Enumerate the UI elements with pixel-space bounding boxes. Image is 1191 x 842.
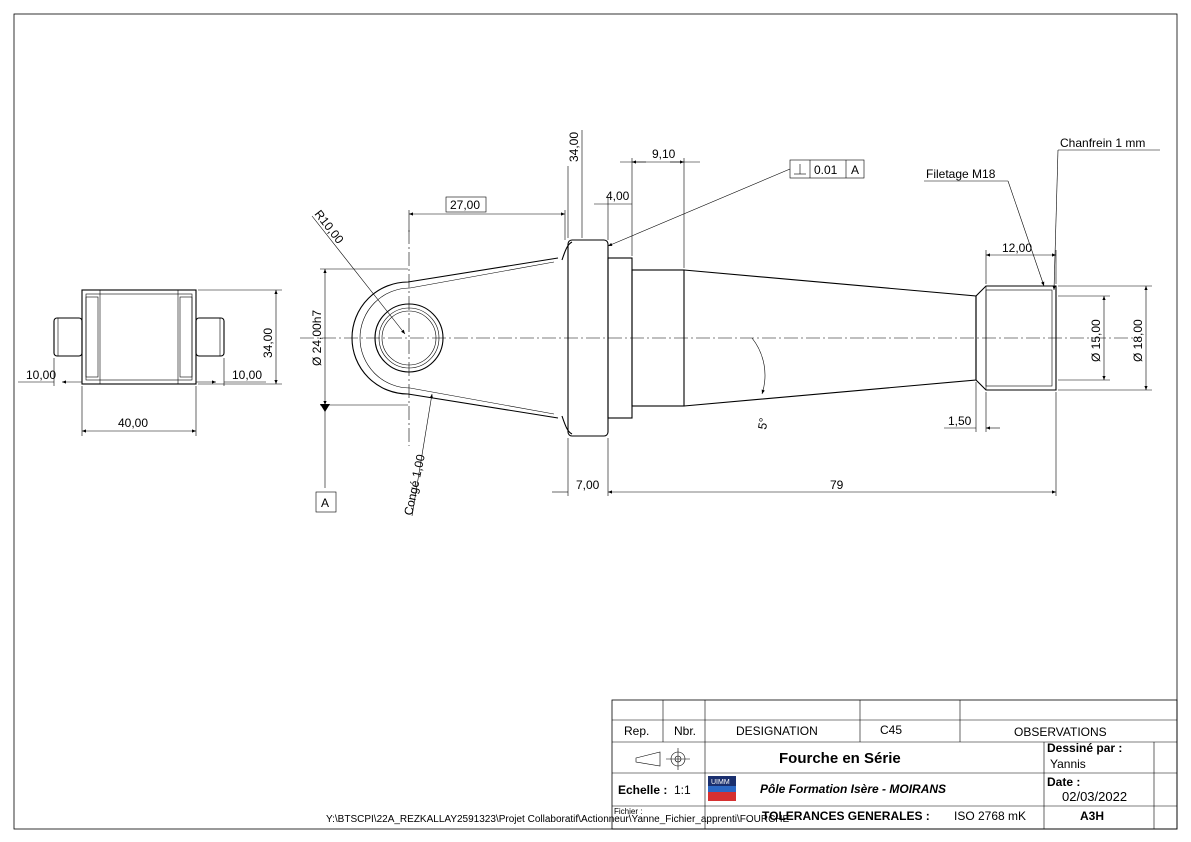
collar-height-dim: 34,00 [567, 132, 581, 162]
radius-dim: R10,00 [312, 207, 347, 246]
tolerance-frame: 0.01 A [607, 159, 865, 247]
drawn-by-value: Yannis [1050, 757, 1086, 771]
datum-label: A [321, 496, 329, 510]
col-nbr: Nbr. [674, 724, 696, 738]
chamfer-note: Chanfrein 1 mm [1060, 136, 1145, 150]
front-left-stub-dim: 10,00 [26, 368, 56, 382]
front-right-stub-dim: 10,00 [232, 368, 262, 382]
overall-length-dim: 79 [830, 478, 844, 492]
collar-offset-dim: 4,00 [606, 189, 630, 203]
date-value: 02/03/2022 [1062, 789, 1127, 804]
thread-note: Filetage M18 [926, 167, 996, 181]
part-title: Fourche en Série [779, 750, 901, 767]
bore-diameter-dim: Ø 24,00h7 [310, 310, 324, 366]
sheet-border [13, 13, 1178, 830]
col-rep: Rep. [624, 724, 649, 738]
organization: Pôle Formation Isère - MOIRANS [760, 782, 946, 796]
tolerance-ref: A [851, 163, 859, 177]
logo-text: UIMM [711, 779, 730, 786]
tolerances-value: ISO 2768 mK [954, 809, 1026, 823]
main-view: R10,00 27,00 Ø 24,00h7 A Congé 1,00 34,0… [300, 130, 1160, 517]
collar-width-dim: 9,10 [652, 147, 676, 161]
scale-label: Echelle : [618, 783, 667, 797]
file-label: Fichier : [614, 807, 642, 816]
drawn-by-label: Dessiné par : [1047, 741, 1122, 755]
scale-value: 1:1 [674, 783, 691, 797]
col-observations: OBSERVATIONS [1014, 725, 1107, 739]
tolerance-value: 0.01 [814, 163, 838, 177]
tolerances-label: TOLERANCES GENERALES : [762, 809, 930, 823]
thread-outer-diameter-dim: Ø 18,00 [1131, 319, 1145, 362]
date-label: Date : [1047, 775, 1080, 789]
collar-thickness-dim: 7,00 [576, 478, 600, 492]
file-path: Y:\BTSCPI\22A_REZKALLAY2591323\Projet Co… [326, 814, 790, 825]
front-height-dim: 34,00 [261, 328, 275, 358]
col-designation: DESIGNATION [736, 724, 818, 738]
thread-inner-diameter-dim: Ø 15,00 [1089, 319, 1103, 362]
projection-symbol-icon [635, 748, 690, 770]
fork-length-dim: 27,00 [450, 198, 480, 212]
front-width-dim: 40,00 [118, 416, 148, 430]
title-block: Rep. Nbr. DESIGNATION C45 OBSERVATIONS F… [611, 699, 1178, 830]
fillet-dim: Congé 1,00 [401, 453, 428, 517]
sheet-format: A3H [1080, 809, 1104, 823]
front-view: 40,00 34,00 10,00 10,00 [18, 289, 282, 436]
material: C45 [880, 723, 902, 737]
uimm-logo: UIMM [708, 776, 736, 801]
thread-length-dim: 12,00 [1002, 241, 1032, 255]
chamfer-offset-dim: 1,50 [948, 414, 972, 428]
taper-angle-dim: 5° [755, 417, 771, 431]
